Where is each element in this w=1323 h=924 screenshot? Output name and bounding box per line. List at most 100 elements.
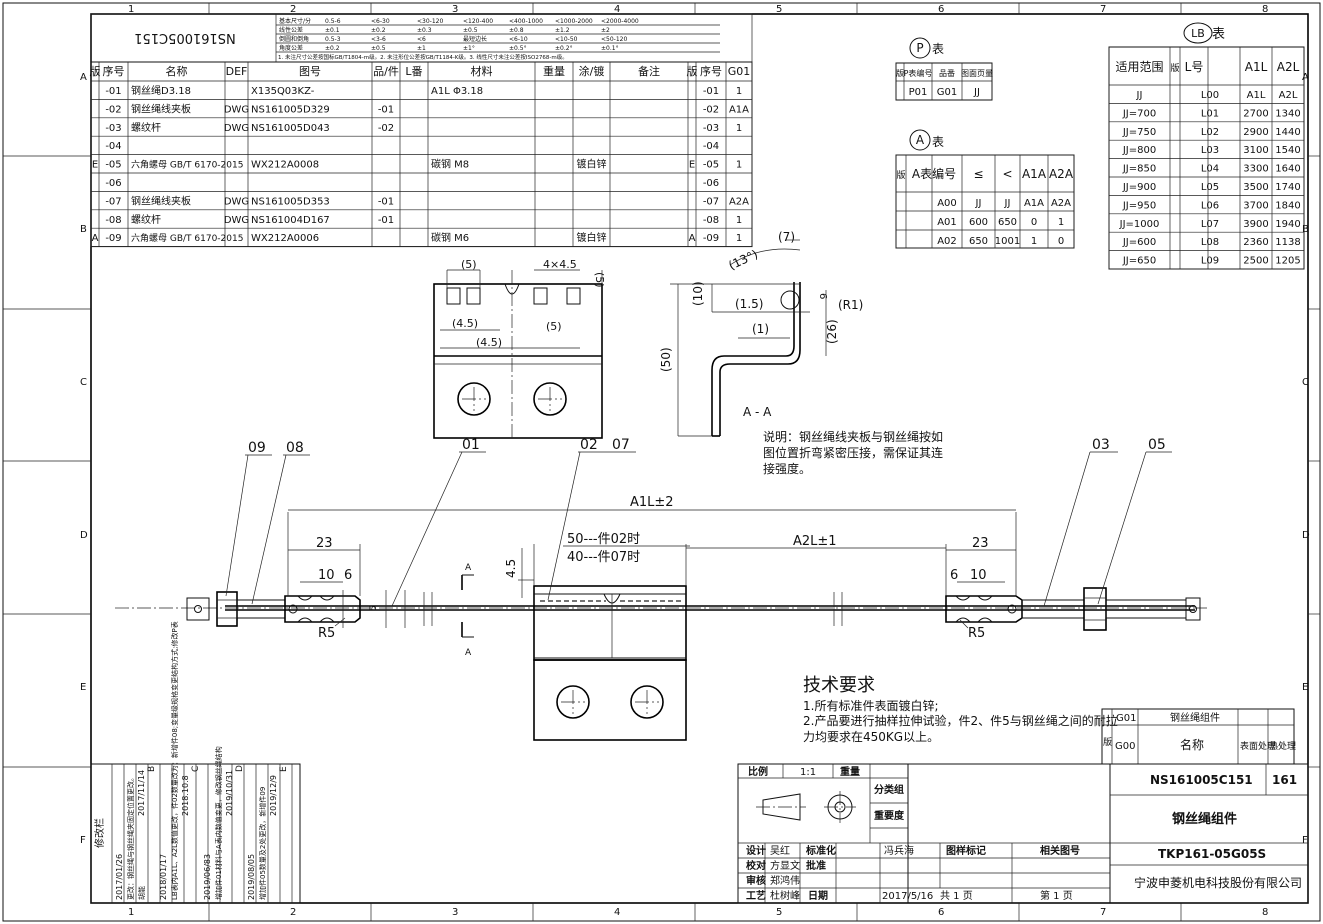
bom-cell-material: A1L Φ3.18 [431,86,483,97]
tolerance-cell: ±0.2 [371,27,386,34]
tb-class-label: 分类组 [874,783,904,796]
note-line-3: 接强度。 [763,461,811,476]
a-table-cell: 600 [969,217,988,228]
zone-col-bottom: 3 [452,907,458,918]
lb-table-cell: 3300 [1243,164,1268,175]
bom-header-no2: 序号 [700,64,722,78]
rev-date: 2019/06/83 [203,854,212,900]
bom-cell-name: 钢丝绳线夹板 [131,194,191,207]
a-table-letter: A [916,133,925,147]
dim-10-right: 10 [970,568,987,583]
bom-cell-qty: -01 [378,196,394,207]
rev-mark: C [191,766,201,772]
dim-26: (26) [825,319,839,344]
lb-table-cell: JJ=950 [1122,200,1156,211]
lb-table-cell: L09 [1201,256,1219,267]
zone-col-top: 1 [128,4,134,15]
lb-table-header: A1L [1245,60,1268,74]
clamp-plate-top-view: (5) 4×4.5 (5) (4.5) (5) (4.5) [433,258,606,440]
label-40-part07: 40---件07时 [567,550,640,565]
lb-table-cell: JJ=850 [1122,164,1156,175]
a-table-cell: 650 [969,236,988,247]
a-table-cell: A2A [1051,198,1071,209]
bom-cell-ver2: E [689,160,695,171]
dim-6-right: 6 [950,568,958,583]
bom-cell-coat: 镀白锌 [577,158,607,171]
zone-row-left: C [80,377,87,388]
bom-header-name: 名称 [166,64,188,78]
dim-50: (50) [659,347,673,372]
tb-process: 杜树峰 [770,889,800,902]
lb-table-cell: L00 [1201,90,1219,101]
lb-table-cell: JJ=700 [1122,108,1156,119]
tb-company: 宁波申菱机电科技股份有限公司 [1134,875,1302,890]
bom-cell-no2: -03 [703,123,719,134]
zone-row-left: D [80,530,88,541]
zone-col-top: 4 [614,4,620,15]
bom-header-g01: G01 [728,65,751,78]
tolerance-cell: ±0.8 [509,27,524,34]
zone-col-bottom: 4 [614,907,620,918]
tb-approve-label: 批准 [806,859,826,872]
tb-process-label: 工艺 [746,889,766,902]
bom-cell-ver: A [92,233,99,244]
dim-23-left: 23 [316,536,333,551]
tb-std-label: 标准化 [805,844,836,857]
g-name: 名称 [1180,737,1204,752]
part-balloons: 09 08 01 02 07 03 05 [225,437,1172,607]
rev-date: 2017/01/26 [115,854,124,900]
balloon-05: 05 [1148,437,1166,453]
tech-line-1: 1.所有标准件表面镀白锌; [803,698,939,713]
a-table-header: ≤ [973,167,983,181]
zone-row-right: D [1302,530,1310,541]
zone-row-left: B [80,224,87,235]
bom-cell-no2: -04 [703,141,719,152]
tech-line-3: 力均要求在450KG以上。 [803,730,939,744]
bom-cell-material: 碳钢 M8 [431,158,469,171]
rev-date2: 2018.10.8 [181,775,190,816]
tolerance-cell: <6-30 [371,18,390,25]
bom-cell-name: 螺纹杆 [131,121,161,134]
balloon-03: 03 [1092,437,1110,453]
tolerance-cell: <2000-4000 [601,18,639,25]
bom-cell-g01: 1 [736,160,742,171]
lb-table-header: 适用范围 [1115,60,1163,74]
tb-imp-label: 重要度 [874,809,905,822]
lb-table-header: A2L [1277,60,1300,74]
g-g01-name: 钢丝绳组件 [1170,711,1220,724]
tolerance-cell: ±0.2° [555,45,573,52]
zone-col-top: 2 [290,4,296,15]
bom-cell-name: 六角螺母 GB/T 6170-2015 [131,232,243,244]
dim-13: (13°) [726,247,760,273]
tb-check-label: 校对 [746,859,766,872]
bom-cell-g01: 1 [736,215,742,226]
lb-table-cell: L07 [1201,219,1219,230]
tb-review-label: 审核 [746,874,766,887]
lb-table-cell: L06 [1201,200,1219,211]
bom-header-drawing: 图号 [299,65,321,78]
dim-r5-right: R5 [968,626,985,641]
tolerance-cell: 线性公差 [279,26,303,34]
rev-mark: D [235,765,245,772]
rev-text: LB表内A1L、A2L数值更改，件02数量改为：新增件08;变量级规格变更结构方… [170,621,179,900]
lb-table-cell: L01 [1201,108,1219,119]
lb-table-cell: JJ=900 [1122,182,1156,193]
zone-col-bottom: 8 [1262,907,1268,918]
zone-col-bottom: 5 [776,907,782,918]
a-table-header: < [1002,167,1012,181]
tolerance-cell: 0.5-3 [325,36,341,43]
lb-table-cell: JJ=750 [1122,127,1156,138]
tb-date-label: 日期 [808,889,828,902]
bom-cell-name: 六角螺母 GB/T 6170-2015 [131,159,243,171]
main-assembly-view: A A A1L±2 A2L±1 23 23 10 6 6 [115,495,1210,741]
lb-table-cell: L03 [1201,145,1219,156]
tolerance-cell: 倒圆和倒角 [279,35,309,43]
lb-table-frame [1108,46,1305,270]
lb-table-cell: 2900 [1243,127,1268,138]
lb-table-cell: JJ=600 [1122,237,1156,248]
bom-cell-qty: -02 [378,123,394,134]
